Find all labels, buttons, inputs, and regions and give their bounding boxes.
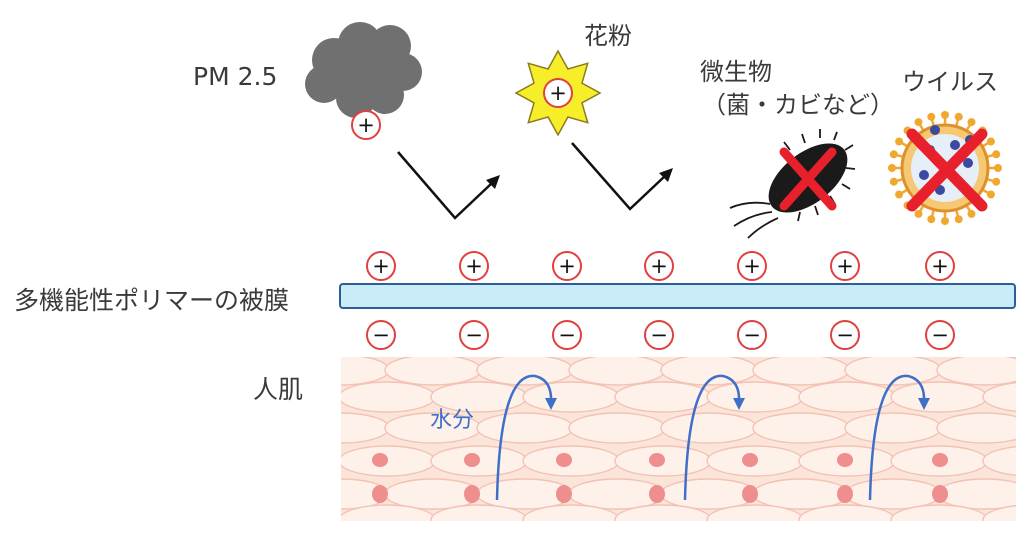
positive-charge: +	[366, 251, 396, 281]
charge-sign: −	[743, 323, 761, 347]
skin-layer	[341, 357, 1016, 521]
virus-label: ウイルス	[902, 68, 998, 96]
film-label: 多機能性ポリマーの被膜	[14, 286, 290, 315]
charge-sign: +	[836, 254, 854, 278]
skin-label: 人肌	[253, 375, 304, 404]
charge-sign: −	[372, 323, 390, 347]
charge-sign: +	[357, 113, 375, 137]
charge-sign: +	[931, 254, 949, 278]
pm25-label: PM 2.5	[193, 62, 278, 91]
negative-charge: −	[552, 320, 582, 350]
negative-charge: −	[459, 320, 489, 350]
charge-sign: +	[650, 254, 668, 278]
pollen-icon: +	[514, 49, 602, 137]
microbe-label: 微生物	[700, 58, 772, 86]
charge-sign: −	[650, 323, 668, 347]
block-cross-icon	[779, 147, 837, 211]
negative-charge: −	[737, 320, 767, 350]
charge-sign: +	[743, 254, 761, 278]
pollen-label: 花粉	[584, 22, 632, 50]
pm-positive-charge: +	[351, 110, 381, 140]
charge-sign: +	[558, 254, 576, 278]
positive-charge: +	[552, 251, 582, 281]
charge-sign: +	[372, 254, 390, 278]
charge-sign: −	[836, 323, 854, 347]
polymer-film	[339, 283, 1016, 309]
charge-sign: −	[931, 323, 949, 347]
pm-cloud-icon	[305, 22, 422, 118]
charge-sign: −	[558, 323, 576, 347]
water-arrow-icon	[868, 374, 930, 501]
microbe-examples-label: （菌・カビなど）	[702, 91, 894, 119]
positive-charge: +	[459, 251, 489, 281]
bounce-arrow-icon	[397, 151, 500, 220]
positive-charge-row: + + + + + + +	[366, 251, 955, 281]
negative-charge: −	[925, 320, 955, 350]
water-arrow-icon	[683, 374, 745, 501]
charge-sign: +	[549, 81, 567, 105]
positive-charge: +	[925, 251, 955, 281]
negative-charge: −	[366, 320, 396, 350]
water-label: 水分	[430, 408, 475, 433]
bounce-arrow-icon	[571, 142, 673, 211]
microbe-icon	[729, 129, 856, 239]
positive-charge: +	[830, 251, 860, 281]
charge-sign: −	[465, 323, 483, 347]
charge-sign: +	[465, 254, 483, 278]
negative-charge: −	[830, 320, 860, 350]
water-arrow-icon	[495, 374, 557, 501]
positive-charge: +	[644, 251, 674, 281]
negative-charge: −	[644, 320, 674, 350]
positive-charge: +	[737, 251, 767, 281]
negative-charge-row: −−−−−−−	[366, 320, 955, 350]
block-cross-icon	[906, 128, 988, 212]
